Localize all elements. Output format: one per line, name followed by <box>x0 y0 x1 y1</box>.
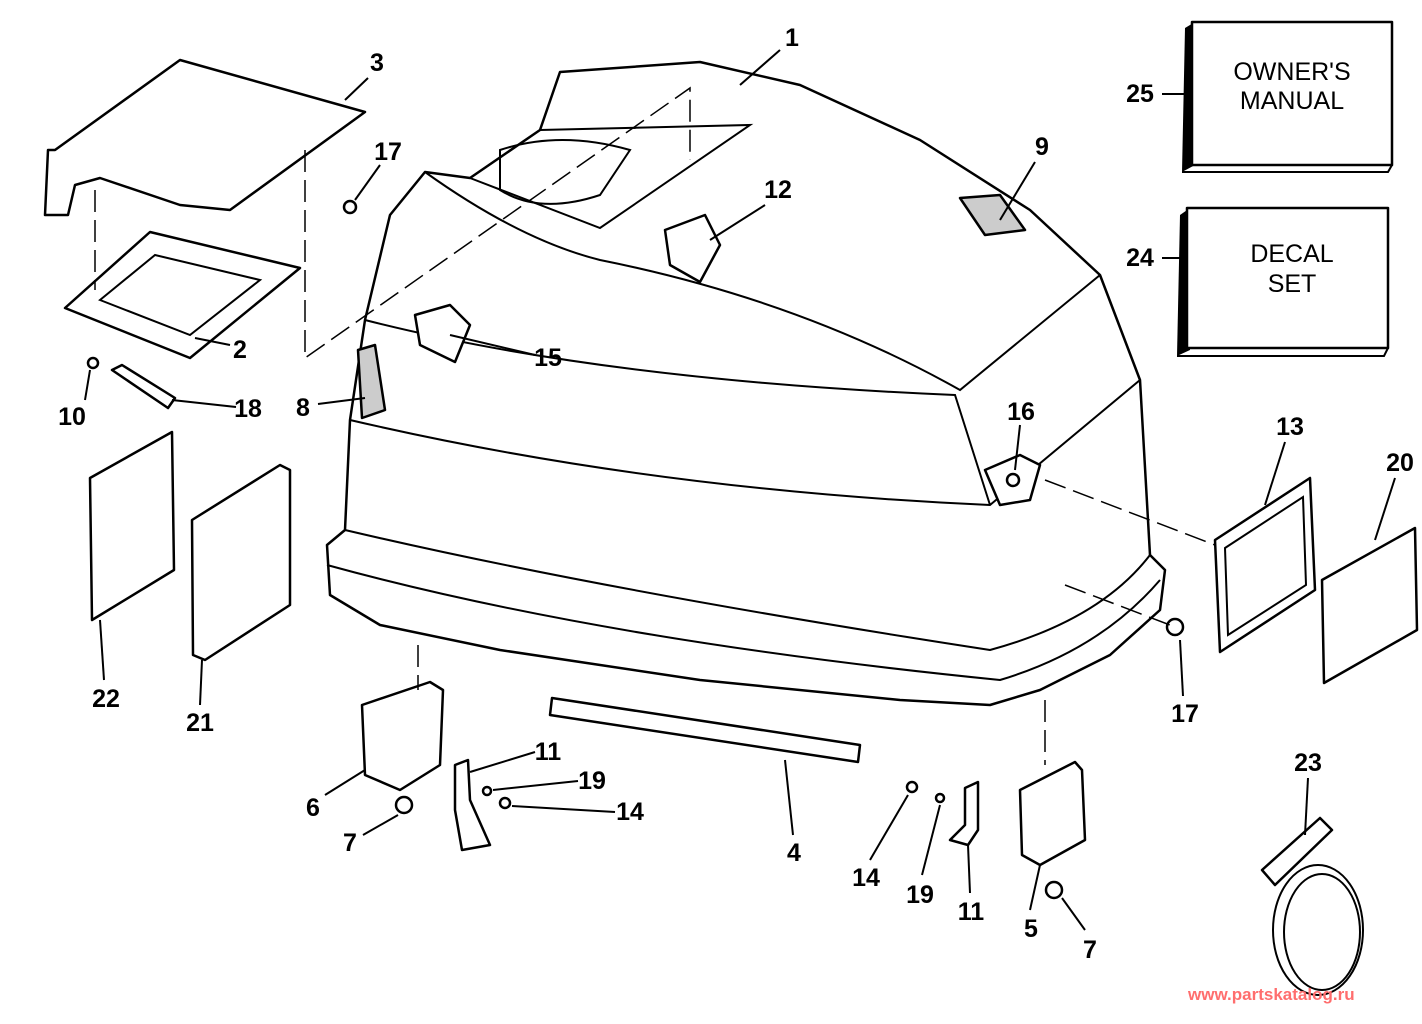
callout-18: 18 <box>234 395 262 423</box>
plate-22 <box>88 430 176 622</box>
bracket-5 <box>1018 760 1087 867</box>
pad-18 <box>110 363 177 410</box>
callout-7b: 7 <box>1083 936 1097 964</box>
callout-17: 17 <box>374 138 402 166</box>
callout-24: 24 <box>1126 244 1154 272</box>
callout-19: 19 <box>578 767 606 795</box>
callout-1: 1 <box>785 24 799 52</box>
callout-11b: 11 <box>958 898 985 926</box>
callout-16: 16 <box>1007 398 1035 426</box>
callout-19b: 19 <box>906 881 934 909</box>
watermark: www.partskatalog.ru <box>1187 985 1355 1004</box>
callout-3: 3 <box>370 49 384 77</box>
decal-set-box: DECAL SET <box>1177 206 1390 357</box>
callout-17b: 17 <box>1171 700 1199 728</box>
rubber-seal-4 <box>548 696 862 764</box>
leader-lines <box>84 49 1396 931</box>
callout-20: 20 <box>1386 449 1414 477</box>
owners-manual-box: OWNER'S MANUAL <box>1182 20 1394 173</box>
callout-25: 25 <box>1126 80 1154 108</box>
callout-12: 12 <box>764 176 792 204</box>
owners-manual-line1: OWNER'S <box>1233 58 1350 86</box>
decal-set-line2: SET <box>1268 270 1317 298</box>
plate-21 <box>190 463 292 662</box>
lanyard-23 <box>1260 816 1364 996</box>
seal-9 <box>958 193 1027 237</box>
callout-9: 9 <box>1035 133 1049 161</box>
callout-14b: 14 <box>852 864 880 892</box>
callout-5: 5 <box>1024 915 1038 943</box>
engine-cover <box>325 60 1167 707</box>
bracket-11b <box>948 780 980 847</box>
seal-8 <box>356 343 387 420</box>
bracket-6 <box>360 680 445 792</box>
callout-22: 22 <box>92 685 120 713</box>
callout-4: 4 <box>787 839 801 867</box>
callout-11: 11 <box>535 738 562 766</box>
callout-8: 8 <box>296 394 310 422</box>
decal-set-line1: DECAL <box>1250 240 1333 268</box>
clip-15 <box>413 303 472 364</box>
clip-12 <box>663 213 722 284</box>
callout-10: 10 <box>58 403 86 431</box>
callout-7: 7 <box>343 829 357 857</box>
callout-2: 2 <box>233 336 247 364</box>
callout-13: 13 <box>1276 413 1304 441</box>
callout-6: 6 <box>306 794 320 822</box>
callouts: 1 3 17 9 12 25 24 2 15 10 18 8 16 13 20 … <box>58 24 1414 964</box>
callout-21: 21 <box>186 709 214 737</box>
bracket-11a <box>453 758 492 852</box>
frame-13 <box>1213 476 1317 654</box>
top-cover <box>43 58 367 217</box>
callout-15: 15 <box>534 344 562 372</box>
plate-20 <box>1320 526 1419 685</box>
grille <box>63 230 302 360</box>
owners-manual-line2: MANUAL <box>1240 87 1344 115</box>
callout-23: 23 <box>1294 749 1322 777</box>
callout-14: 14 <box>616 798 644 826</box>
